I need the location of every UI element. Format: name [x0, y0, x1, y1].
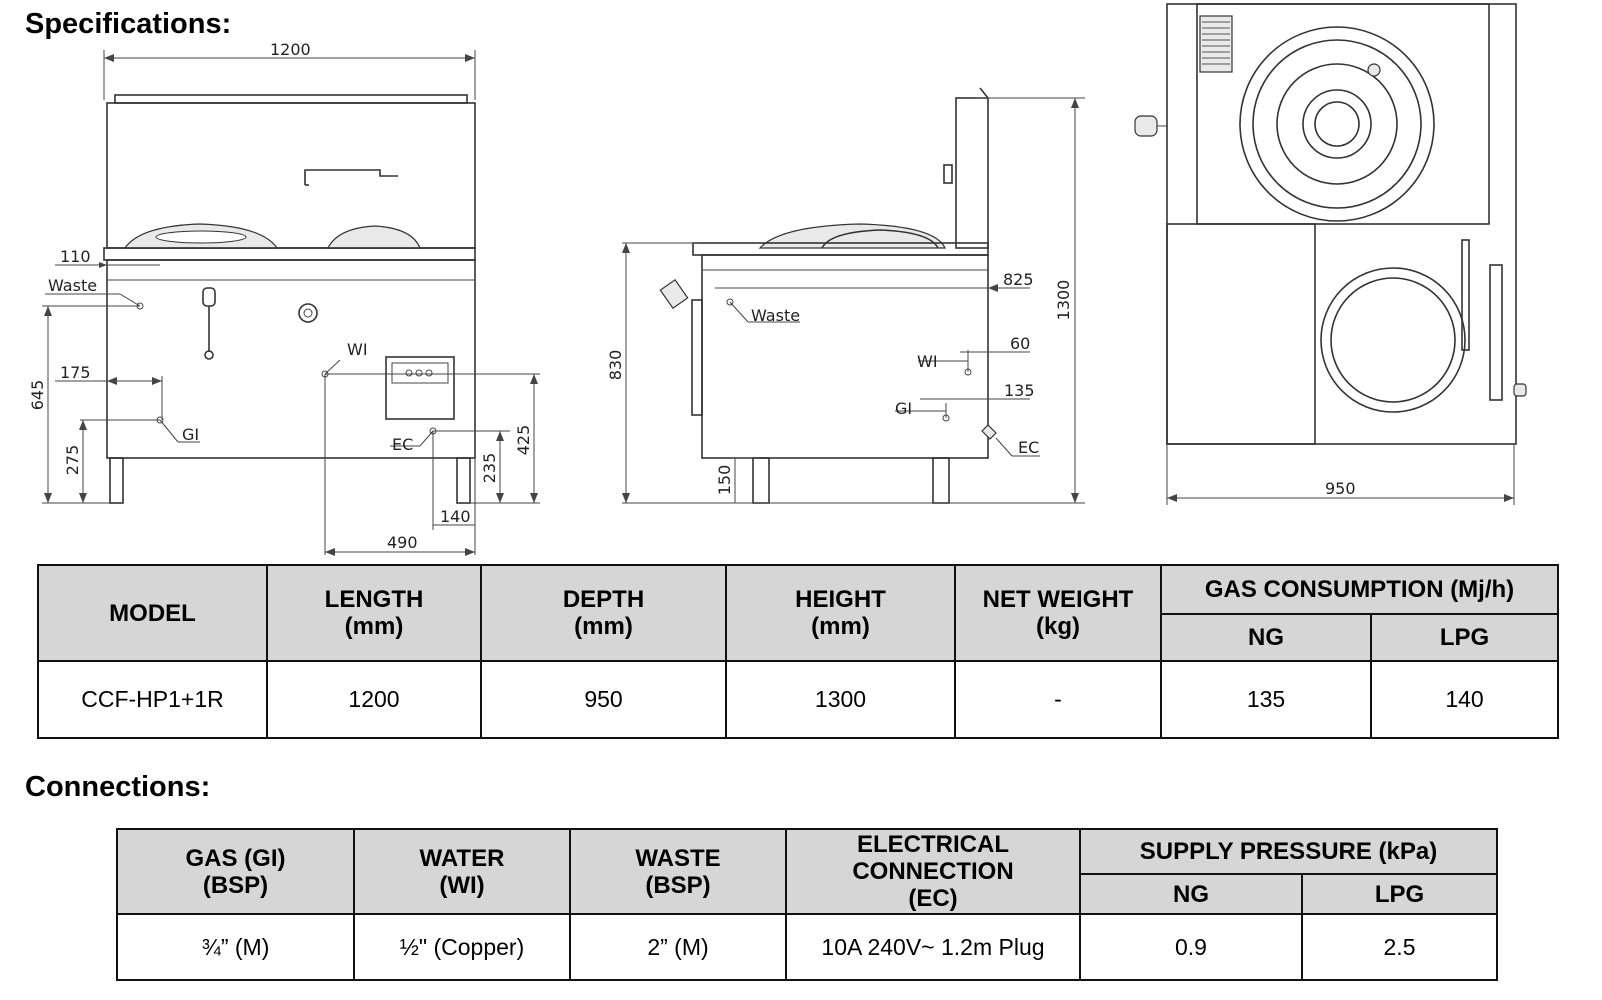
header-depth-label: DEPTH [562, 586, 645, 613]
connections-heading: Connections: [25, 771, 211, 803]
header-water-unit: (WI) [439, 871, 485, 899]
specifications-heading: Specifications: [25, 8, 232, 40]
connections-table: GAS (GI) (BSP) WATER (WI) WASTE (BSP) EL… [116, 828, 1499, 981]
side-waste-label: Waste [751, 306, 800, 325]
header-gas-label: GAS (GI) [185, 844, 286, 872]
header-weight-unit: (kg) [1036, 613, 1080, 640]
wi-label: WI [347, 340, 368, 359]
header-height-label: HEIGHT [795, 586, 886, 613]
waste-label: Waste [48, 276, 97, 295]
side-view-drawing: Waste 1300 825 WI 60 GI 135 EC 830 150 [606, 87, 1085, 504]
header-gas-consumption: GAS CONSUMPTION (Mj/h) [1159, 564, 1560, 615]
header-pressure-ng: NG [1079, 873, 1303, 915]
dim-total-height-label: 1300 [1054, 280, 1073, 321]
side-ec-label: EC [1018, 438, 1039, 457]
header-electrical: ELECTRICAL CONNECTION (EC) [785, 828, 1081, 915]
dim-wi-offset-label: 490 [387, 533, 418, 552]
technical-drawings: 1200 110 Waste 645 175 275 GI WI EC 425 … [28, 3, 1527, 556]
dim-depth-offset-label: 825 [1003, 270, 1034, 289]
dim-inset-label: 110 [60, 247, 91, 266]
top-view-drawing: 950 [1134, 3, 1527, 505]
dim-bench-height-label: 830 [606, 350, 625, 381]
header-supply-pressure: SUPPLY PRESSURE (kPa) [1078, 828, 1499, 875]
cell-height: 1300 [725, 660, 956, 739]
header-length-label: LENGTH [324, 586, 424, 613]
header-waste: WASTE (BSP) [569, 828, 787, 915]
dim-waste-height-label: 645 [28, 380, 47, 411]
dim-ec-height-label: 235 [480, 453, 499, 484]
header-net-weight: NET WEIGHT (kg) [954, 564, 1162, 662]
front-view-drawing: 1200 110 Waste 645 175 275 GI WI EC 425 … [28, 40, 540, 556]
cell-gas-lpg: 140 [1369, 660, 1560, 739]
cell-depth: 950 [480, 660, 727, 739]
header-elec-line-2: CONNECTION [852, 858, 1014, 885]
header-water-label: WATER [419, 844, 505, 872]
header-gas-ng: NG [1160, 613, 1372, 662]
cell-waste: 2” (M) [569, 913, 787, 981]
ec-label: EC [392, 435, 413, 454]
header-elec-line-1: ELECTRICAL [857, 831, 1009, 858]
header-height-unit: (mm) [811, 613, 870, 640]
dim-top-depth-label: 950 [1325, 479, 1356, 498]
side-gi-label: GI [895, 399, 912, 418]
header-weight-label: NET WEIGHT [982, 586, 1134, 613]
dim-gi-height-label: 275 [63, 445, 82, 476]
table-row: ¾” (M) ½" (Copper) 2” (M) 10A 240V~ 1.2m… [116, 913, 1499, 981]
dim-ec-offset-label: 140 [440, 507, 471, 526]
dim-gi-offset-label: 175 [60, 363, 91, 382]
cell-model: CCF-HP1+1R [37, 660, 268, 739]
header-water: WATER (WI) [353, 828, 571, 915]
cell-gas-ng: 135 [1160, 660, 1372, 739]
header-gas-lpg: LPG [1369, 613, 1560, 662]
cell-length: 1200 [266, 660, 482, 739]
specifications-table: MODEL LENGTH (mm) DEPTH (mm) HEIGHT (mm)… [37, 564, 1560, 739]
header-pressure-lpg: LPG [1300, 873, 1499, 915]
header-height: HEIGHT (mm) [725, 564, 956, 662]
table-row: CCF-HP1+1R 1200 950 1300 - 135 140 [37, 660, 1560, 739]
dim-gi-offset-side-label: 135 [1004, 381, 1035, 400]
cell-gas: ¾” (M) [116, 913, 355, 981]
header-depth-unit: (mm) [574, 613, 633, 640]
header-waste-unit: (BSP) [645, 871, 711, 899]
cell-pressure-ng: 0.9 [1079, 913, 1303, 981]
header-length: LENGTH (mm) [266, 564, 482, 662]
side-wi-label: WI [917, 352, 938, 371]
header-length-unit: (mm) [344, 613, 404, 640]
cell-pressure-lpg: 2.5 [1300, 913, 1499, 981]
dim-wi-height-label: 425 [514, 425, 533, 456]
cell-water: ½" (Copper) [353, 913, 571, 981]
header-gas-gi: GAS (GI) (BSP) [116, 828, 355, 915]
gi-label: GI [182, 425, 199, 444]
header-model: MODEL [37, 564, 268, 662]
dim-leg-height-label: 150 [715, 465, 734, 496]
dim-width-label: 1200 [270, 40, 311, 59]
dim-wi-offset-side-label: 60 [1010, 334, 1030, 353]
header-gas-unit: (BSP) [202, 871, 269, 899]
cell-electrical: 10A 240V~ 1.2m Plug [785, 913, 1081, 981]
header-elec-line-3: (EC) [908, 885, 958, 912]
header-waste-label: WASTE [635, 844, 721, 872]
cell-weight: - [954, 660, 1162, 739]
header-depth: DEPTH (mm) [480, 564, 727, 662]
